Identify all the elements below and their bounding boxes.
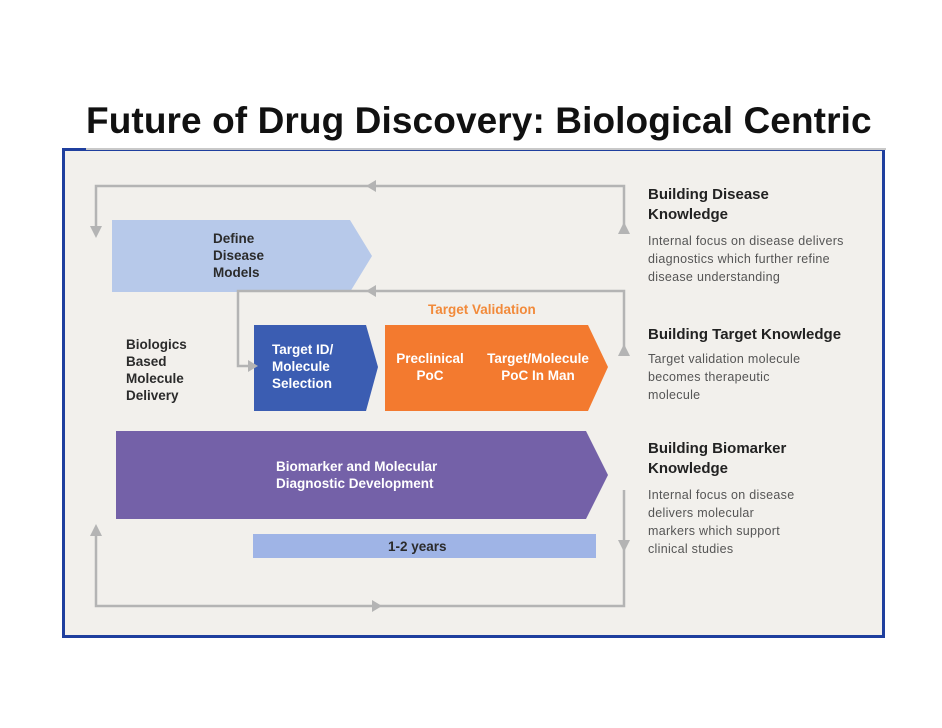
biomarker-arrow [116, 431, 608, 519]
target-knowledge-text: Target validation molecule becomes thera… [648, 352, 801, 402]
validation-arrow [385, 325, 608, 411]
biologics-label: Biologics Based Molecule Delivery [126, 337, 187, 403]
target-knowledge-loop [236, 285, 630, 372]
target-knowledge-heading: Building Target Knowledge [648, 326, 842, 343]
define-models-arrow [112, 220, 372, 292]
target-molecule-label: Target/Molecule PoC In Man [487, 351, 589, 383]
biomarker-knowledge-loop [90, 490, 630, 612]
years-label: 1-2 years [388, 539, 447, 554]
target-validation-label: Target Validation [428, 302, 536, 317]
disease-knowledge-loop [90, 180, 630, 238]
biomarker-knowledge-text: Internal focus on disease delivers molec… [648, 488, 795, 556]
preclinical-label: Preclinical PoC [396, 351, 464, 383]
target-id-arrow [254, 325, 378, 411]
disease-knowledge-heading: Building Disease Knowledge [648, 186, 769, 223]
disease-knowledge-text: Internal focus on disease delivers diagn… [648, 234, 844, 284]
page-title: Future of Drug Discovery: Biological Cen… [86, 100, 872, 141]
define-models-label: Define Disease Models [213, 231, 265, 280]
biomarker-knowledge-heading: Building Biomarker Knowledge [648, 440, 787, 477]
frame-top-shadow [86, 148, 886, 150]
years-bar [253, 534, 596, 558]
target-id-label: Target ID/ Molecule Selection [272, 342, 334, 391]
biomarker-label: Biomarker and Molecular Diagnostic Devel… [276, 459, 438, 491]
